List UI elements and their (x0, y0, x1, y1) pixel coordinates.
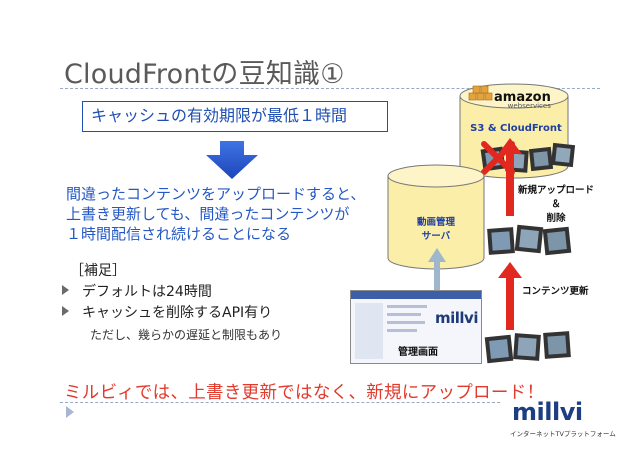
server-label-line: サーバ (421, 231, 451, 242)
amazon-logo-text: amazon (494, 90, 551, 105)
conclusion-text: ミルビィでは、上書き更新ではなく、新規にアップロード！ (64, 383, 545, 403)
admin-header-bar (351, 291, 481, 299)
admin-line (387, 329, 417, 332)
brand-logo: millvi (512, 398, 583, 426)
amazon-logo-subtext: webservices (507, 102, 551, 110)
title-divider (60, 88, 600, 89)
bullet-triangle-icon (62, 306, 69, 316)
admin-line (387, 305, 427, 308)
film-strips-bottom-icon (484, 331, 571, 364)
server-label: 動画管理 サーバ (408, 214, 464, 242)
admin-sidebar (355, 303, 383, 359)
bullet-item: デフォルトは24時間 (62, 281, 212, 301)
upload-arrow-icon (498, 138, 522, 216)
aws-boxes-icon (468, 85, 493, 101)
bullet-item: キャッシュを削除するAPI有り (62, 302, 272, 322)
new-upload-line: 新規アップロード (517, 185, 594, 196)
bullet-text: デフォルトは24時間 (82, 284, 212, 300)
bullet-text: キャッシュを削除するAPI有り (82, 305, 273, 321)
update-arrow-icon (498, 262, 522, 330)
film-strips-middle-icon (487, 224, 572, 256)
server-label-line: 動画管理 (416, 217, 455, 228)
brand-tagline: インターネットTVプラットフォーム (510, 430, 616, 438)
down-arrow-icon (206, 141, 258, 179)
admin-screen-thumbnail: millvi (350, 290, 482, 364)
admin-line (387, 321, 425, 324)
s3-label: S3 & CloudFront (470, 123, 562, 134)
content-update-label: コンテンツ更新 (522, 286, 589, 297)
description-line: 間違ったコンテンツをアップロードすると、 (66, 185, 366, 203)
note-heading: ［補足］ (70, 263, 126, 279)
admin-to-server-arrow-icon (428, 248, 446, 296)
admin-logo: millvi (435, 309, 478, 327)
bullet-triangle-icon (62, 285, 69, 295)
new-upload-line: ＆ (551, 199, 561, 210)
sub-note: ただし、幾らかの遅延と制限もあり (90, 328, 283, 342)
description-line: 上書き更新しても、間違ったコンテンツが (66, 205, 350, 223)
new-upload-line: 削除 (546, 213, 566, 224)
footer-divider (60, 402, 500, 403)
slide-title: CloudFrontの豆知識① (64, 59, 345, 90)
callout-box: キャッシュの有効期限が最低１時間 (82, 101, 388, 132)
admin-line (387, 313, 421, 316)
play-icon (66, 406, 74, 418)
admin-screen-label: 管理画面 (398, 347, 438, 358)
amazon-logo: amazon webservices (494, 90, 551, 110)
new-upload-label: 新規アップロード ＆ 削除 (516, 182, 596, 224)
description: 間違ったコンテンツをアップロードすると、 上書き更新しても、間違ったコンテンツが… (66, 184, 365, 244)
description-line: １時間配信され続けることになる (66, 225, 292, 243)
